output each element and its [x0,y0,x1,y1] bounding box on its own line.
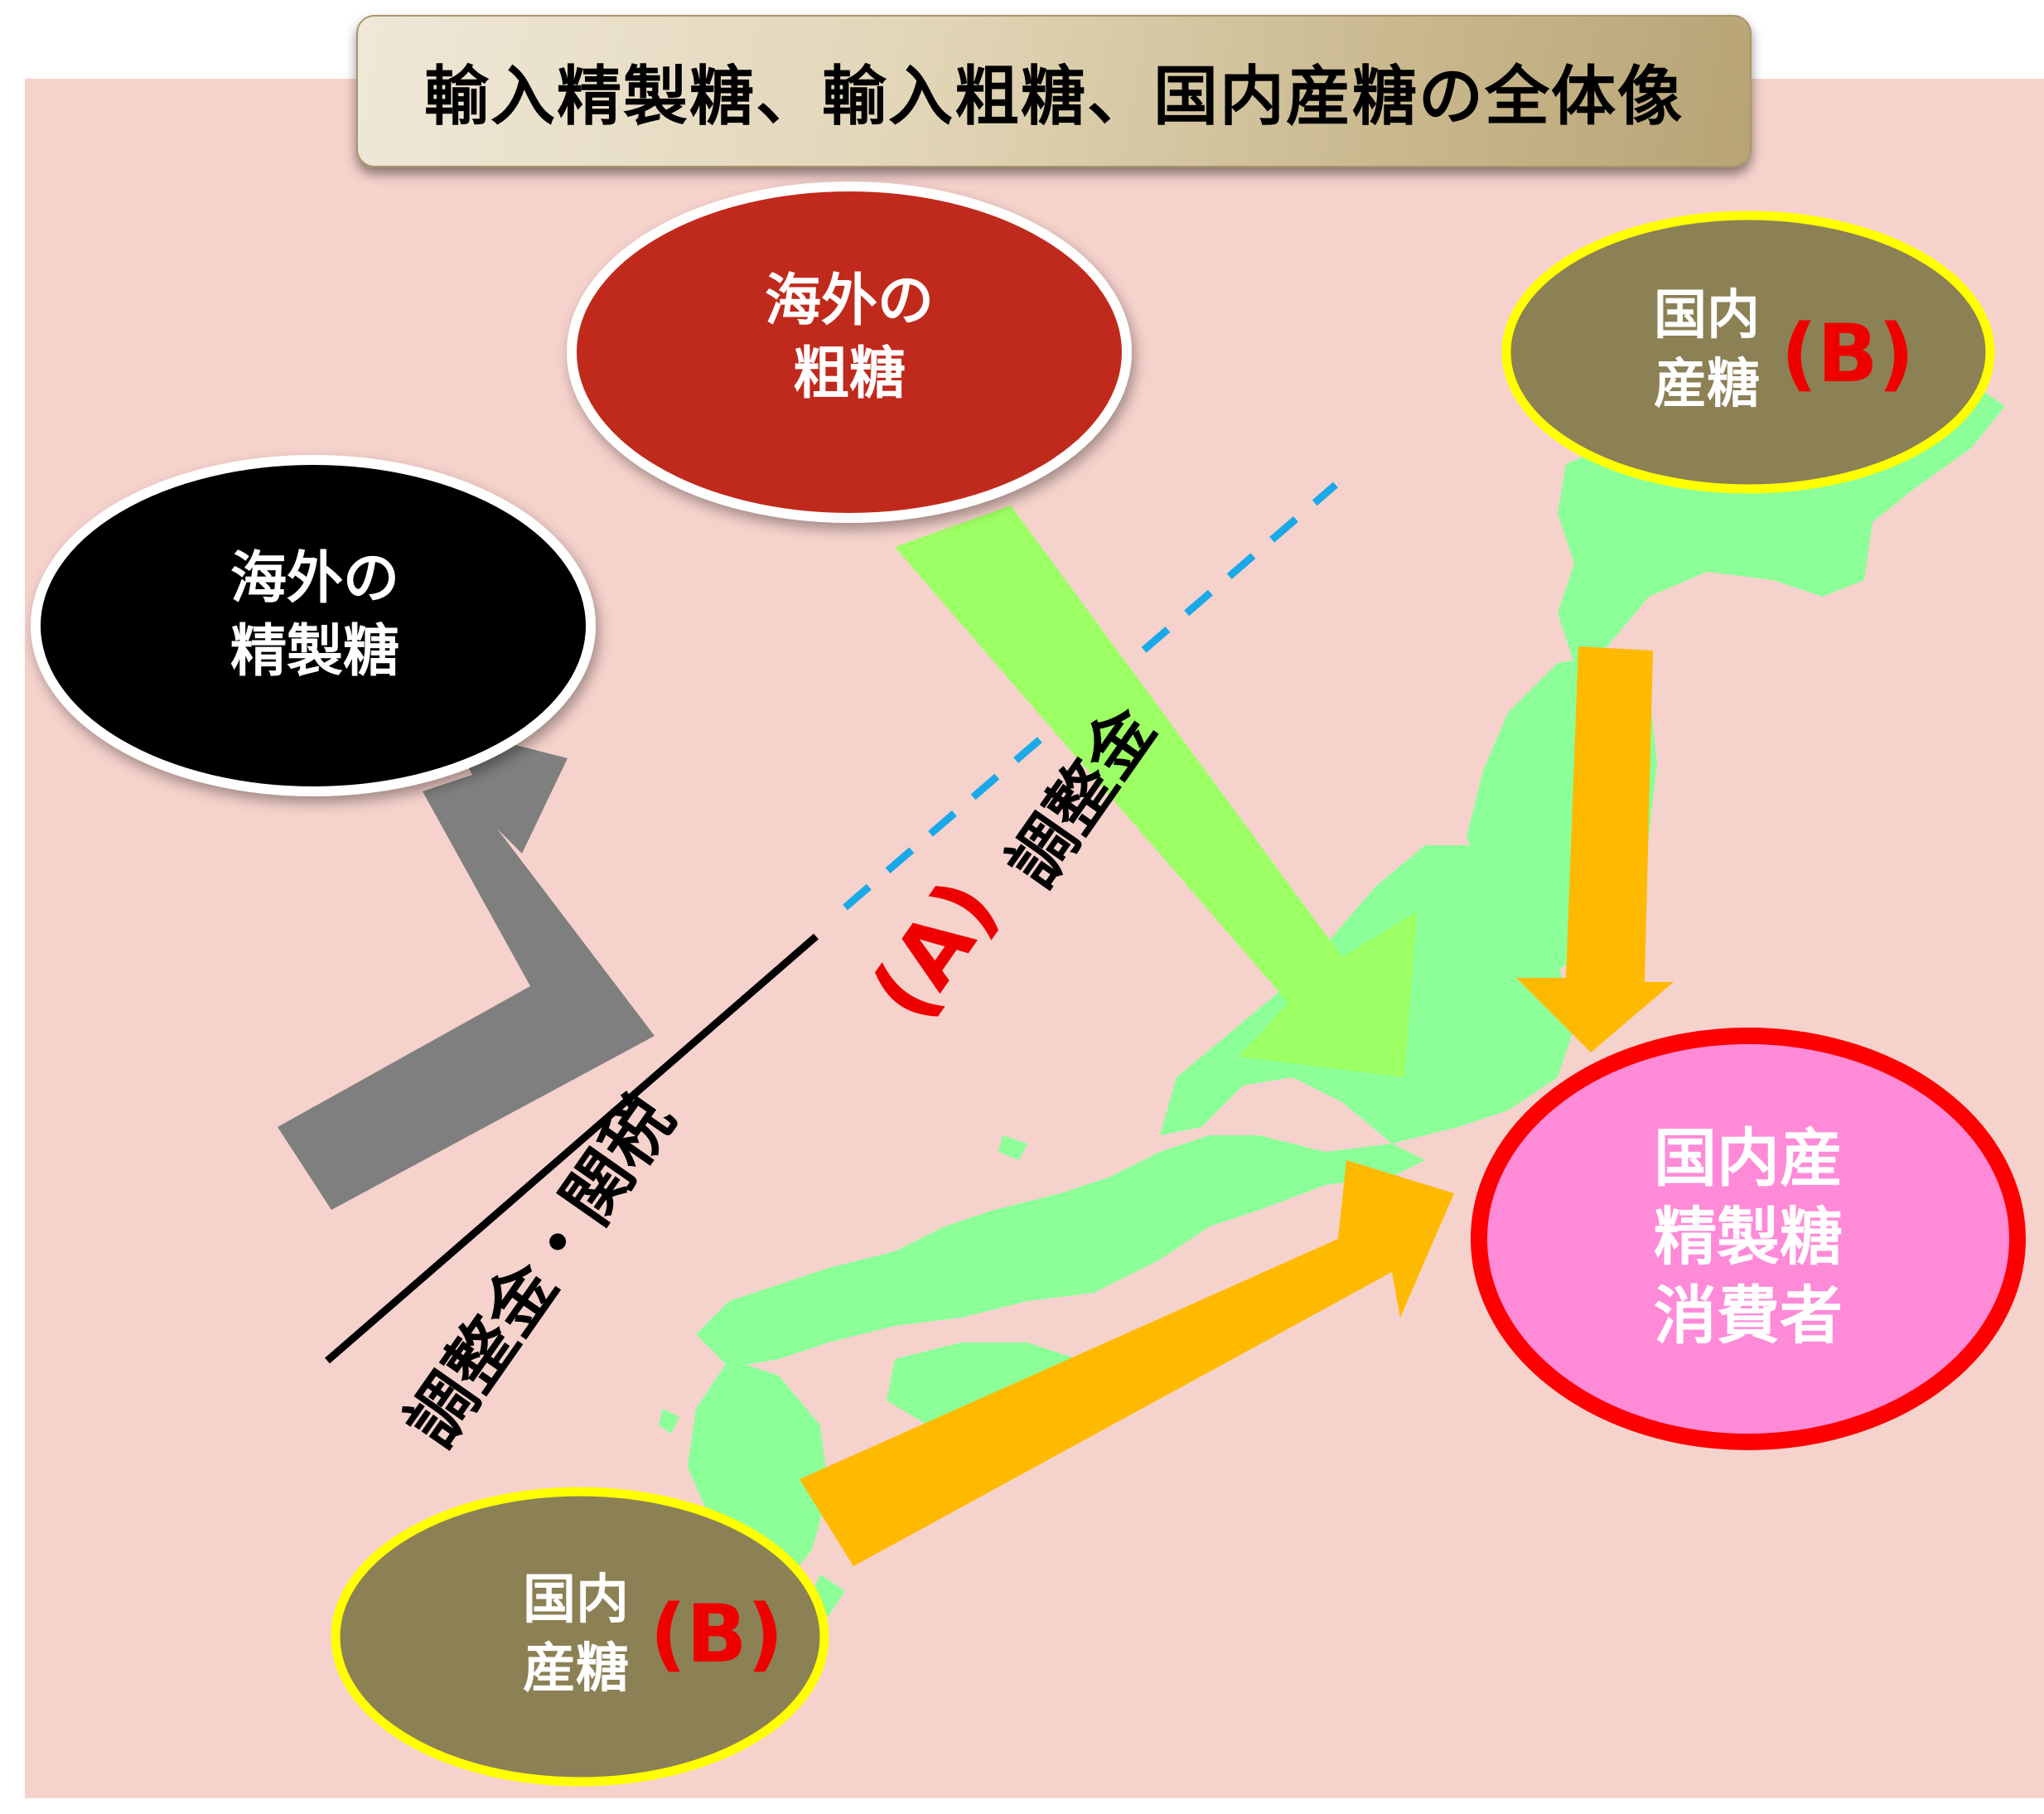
domestic-consumer-oval [1471,1028,2026,1450]
domestic-sugar-south-label: 国内 産糖 [501,1566,650,1704]
refined-sugar-export-arrow [278,728,655,1210]
domestic-sugar-north-oval [1501,210,1995,494]
overseas-raw-line1: 海外の [764,268,934,334]
consumer-line1: 国内産 [1654,1121,1843,1195]
overseas-refined-line1: 海外の [230,546,399,612]
title-banner: 輸入精製糖、輸入粗糖、国内産糖の全体像 [356,15,1752,167]
page-title: 輸入精製糖、輸入粗糖、国内産糖の全体像 [423,60,1684,134]
overseas-raw-sugar-label: 海外の 粗糖 [713,265,986,412]
domestic-sugar-south-oval [331,1487,829,1787]
domestic-north-mark-b: (B) [1781,307,1915,400]
domestic-north-line1: 国内 [1654,285,1760,346]
north-domestic-arrow [1516,646,1674,1052]
overseas-raw-line2: 粗糖 [792,341,906,408]
domestic-north-line2: 産糖 [1654,354,1760,416]
consumer-line3: 消費者 [1654,1279,1843,1352]
raw-sugar-arrow [895,506,1417,1077]
overseas-refined-sugar-oval [31,455,596,796]
domestic-south-line1: 国内 [523,1570,629,1631]
domestic-south-line2: 産糖 [523,1638,629,1700]
tariff-boundary-line [325,933,819,1364]
overseas-raw-sugar-oval [567,181,1132,523]
overseas-refined-sugar-label: 海外の 精製糖 [174,543,456,689]
domestic-south-mark-b: (B) [650,1588,784,1681]
consumer-line2: 精製糖 [1654,1200,1843,1274]
domestic-sugar-north-label: 国内 産糖 [1632,282,1781,419]
domestic-consumer-label: 国内産 精製糖 消費者 [1591,1119,1906,1355]
overseas-refined-line2: 精製糖 [230,619,399,685]
south-domestic-arrow [800,1160,1454,1566]
